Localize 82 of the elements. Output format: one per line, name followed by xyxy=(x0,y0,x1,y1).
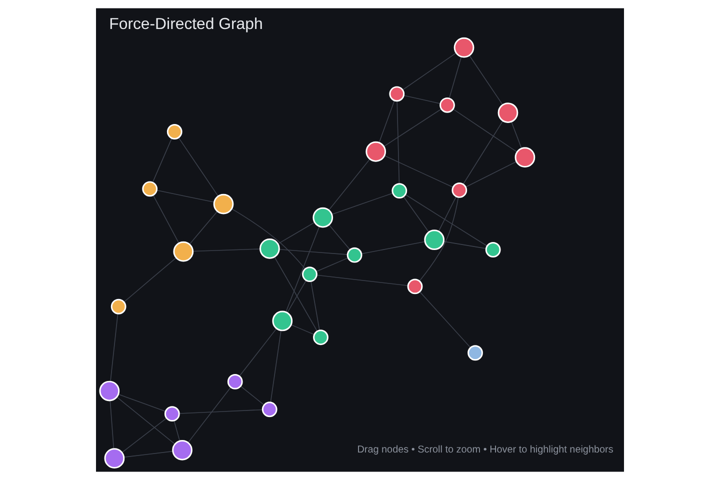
node-circle xyxy=(172,440,192,460)
node-circle xyxy=(262,402,278,418)
connector xyxy=(278,222,315,244)
connector xyxy=(285,226,320,313)
connector xyxy=(110,400,114,450)
connector xyxy=(328,158,370,210)
node-circle xyxy=(142,181,158,197)
node-circle xyxy=(454,37,474,58)
connector xyxy=(396,100,400,184)
connector xyxy=(361,241,426,254)
node-circle xyxy=(173,241,194,262)
connector xyxy=(384,108,442,147)
connector xyxy=(332,192,393,215)
connector xyxy=(290,324,314,335)
connector xyxy=(152,138,172,183)
node-circle xyxy=(99,380,120,402)
node-circle xyxy=(164,406,180,422)
node-circle xyxy=(272,310,293,332)
connector xyxy=(316,258,348,272)
connector xyxy=(452,108,518,152)
connector xyxy=(405,194,488,246)
label: Drag nodes • Scroll to zoom • Hover to highlight neighbors xyxy=(357,444,614,456)
connector xyxy=(462,120,504,184)
node-circle xyxy=(366,141,386,162)
connector xyxy=(188,387,232,443)
connector xyxy=(189,211,218,245)
connector xyxy=(122,418,167,453)
node-circle xyxy=(313,330,328,346)
connector xyxy=(286,280,307,313)
connector xyxy=(240,386,264,406)
node-circle xyxy=(468,345,483,361)
connector xyxy=(178,138,219,197)
node-circle xyxy=(312,207,334,228)
node-circle xyxy=(440,97,455,113)
connector xyxy=(448,56,462,99)
connector xyxy=(419,291,471,348)
connector xyxy=(270,330,282,403)
node-circle xyxy=(104,448,125,468)
node-circle xyxy=(110,298,126,314)
connector xyxy=(403,196,429,232)
connector xyxy=(310,281,320,331)
node-circle xyxy=(389,86,405,102)
connector xyxy=(118,394,166,412)
node-circle xyxy=(213,194,234,214)
connector xyxy=(116,396,176,444)
node-circle xyxy=(302,266,318,282)
connector xyxy=(443,241,486,249)
connector xyxy=(239,328,277,376)
connector xyxy=(124,258,176,302)
connector xyxy=(403,95,441,104)
connector xyxy=(328,224,350,250)
connector xyxy=(156,190,215,203)
connector xyxy=(110,313,118,382)
connector xyxy=(469,55,503,106)
node-circle xyxy=(392,183,408,198)
node-circle xyxy=(452,182,468,198)
connector xyxy=(465,161,517,188)
connector xyxy=(511,121,522,149)
node-circle xyxy=(260,238,280,259)
connector xyxy=(316,274,408,286)
connector xyxy=(384,155,454,188)
node-circle xyxy=(514,147,536,168)
connector xyxy=(274,256,318,332)
connector xyxy=(232,208,306,270)
node-circle xyxy=(227,374,243,390)
connector xyxy=(279,249,348,255)
connector xyxy=(378,100,395,143)
node-circle xyxy=(498,102,518,123)
diagram-title: Force-Directed Graph xyxy=(109,16,263,33)
connector xyxy=(178,409,263,414)
node-circle xyxy=(346,247,362,263)
connector xyxy=(192,248,260,252)
connector xyxy=(402,52,456,90)
connector xyxy=(419,196,459,282)
connector xyxy=(123,450,173,458)
node-circle xyxy=(166,124,182,140)
connector xyxy=(152,194,180,244)
node-circle xyxy=(407,278,423,294)
node-circle xyxy=(485,242,501,258)
node-circle xyxy=(424,230,445,250)
connector xyxy=(438,196,457,232)
connector xyxy=(174,420,180,442)
